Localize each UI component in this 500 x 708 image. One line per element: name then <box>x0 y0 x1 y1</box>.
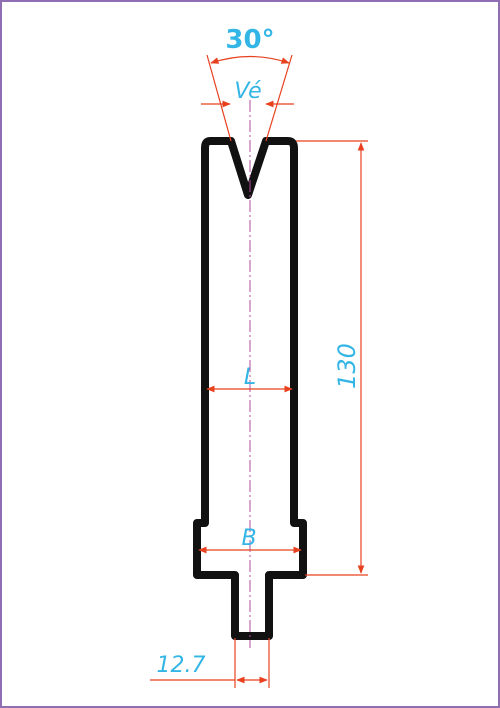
height-label: 130 <box>333 343 361 389</box>
die-profile <box>193 137 307 640</box>
width-label: L <box>244 365 256 390</box>
tang-dimension <box>150 638 270 688</box>
v-opening-label: Vé <box>234 79 261 104</box>
base-label: B <box>241 526 256 551</box>
height-dimension <box>296 140 368 576</box>
tang-label: 12.7 <box>157 653 206 678</box>
angle-dimension <box>206 54 293 142</box>
angle-label: 30° <box>225 25 274 55</box>
